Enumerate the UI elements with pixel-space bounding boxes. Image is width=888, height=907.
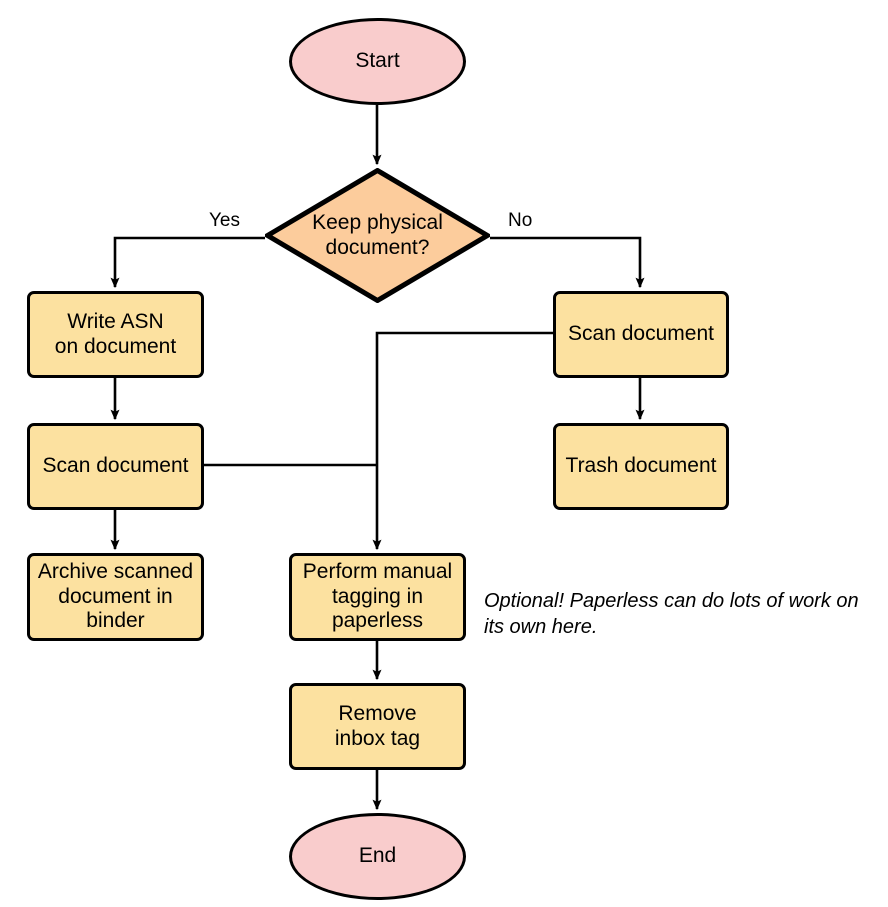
annotation-optional-note-text: Optional! Paperless can do lots of work … — [484, 590, 859, 638]
node-decision-label: Keep physical document? — [312, 210, 443, 259]
node-scan-document-right-label: Scan document — [568, 322, 714, 346]
node-scan-document-left-label: Scan document — [42, 454, 189, 478]
node-start-label: Start — [355, 49, 400, 73]
edge-label-yes: Yes — [209, 210, 240, 232]
node-decision-keep-physical-document[interactable]: Keep physical document? — [265, 168, 490, 303]
annotation-optional-note: Optional! Paperless can do lots of work … — [484, 588, 884, 640]
edge-label-no-text: No — [508, 210, 533, 231]
node-trash-document-label: Trash document — [565, 454, 717, 478]
node-remove-inbox-tag-label: Remove inbox tag — [334, 701, 421, 750]
node-trash-document[interactable]: Trash document — [553, 423, 729, 510]
node-end[interactable]: End — [289, 813, 466, 900]
edge-decision-no-to-scan-right — [490, 236, 645, 289]
node-write-asn-label: Write ASN on document — [54, 309, 177, 358]
node-manual-tagging-label: Perform manual tagging in paperless — [302, 559, 453, 633]
node-start[interactable]: Start — [289, 18, 466, 105]
node-remove-inbox-tag[interactable]: Remove inbox tag — [289, 683, 466, 770]
node-archive-scanned-document-in-binder[interactable]: Archive scanned document in binder — [27, 553, 204, 641]
edge-label-no: No — [508, 210, 532, 232]
diamond-shape — [265, 168, 490, 303]
edge-decision-yes-to-write-asn — [110, 236, 265, 289]
node-archive-binder-label: Archive scanned document in binder — [37, 559, 194, 633]
edge-label-yes-text: Yes — [209, 210, 240, 231]
node-perform-manual-tagging-in-paperless[interactable]: Perform manual tagging in paperless — [289, 553, 466, 641]
node-scan-document-right[interactable]: Scan document — [553, 291, 729, 378]
node-scan-document-left[interactable]: Scan document — [27, 423, 204, 510]
node-end-label: End — [358, 844, 397, 868]
node-write-asn-on-document[interactable]: Write ASN on document — [27, 291, 204, 378]
edge-scan-right-to-manual-tagging — [372, 331, 553, 551]
